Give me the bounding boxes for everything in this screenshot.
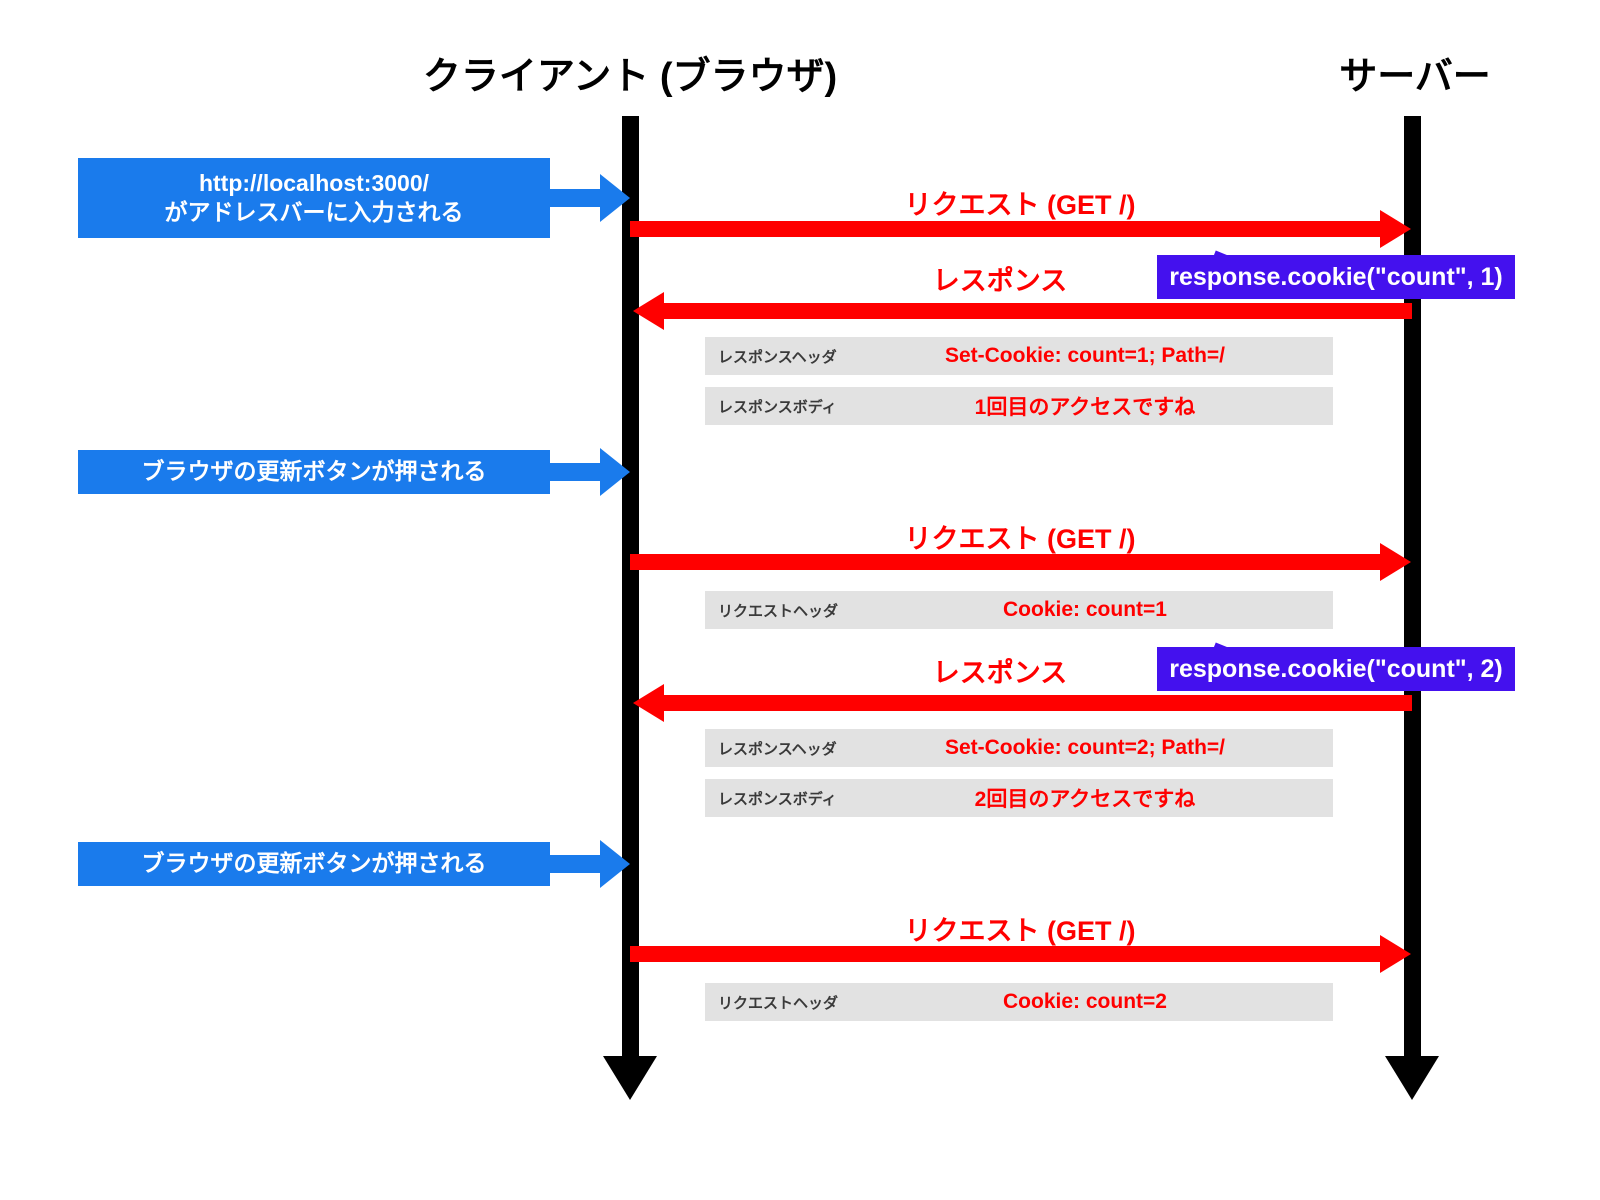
- message-label-request-1: リクエスト (GET /): [904, 190, 1136, 220]
- lifeline-client-arrowhead: [603, 1056, 657, 1100]
- message-head-request-3: [1380, 935, 1411, 973]
- message-shaft-request-3: [630, 946, 1382, 962]
- action-arrow-head-url-typed: [600, 174, 630, 222]
- action-arrow-head-reload-1: [600, 448, 630, 496]
- message-shaft-request-2: [630, 554, 1382, 570]
- action-arrow-head-reload-2: [600, 840, 630, 888]
- action-box-reload-1-line1: ブラウザの更新ボタンが押される: [141, 458, 487, 485]
- message-head-response-1: [633, 292, 664, 330]
- action-arrow-shaft-reload-1: [550, 463, 614, 481]
- message-head-response-2: [633, 684, 664, 722]
- detail-row-value: Cookie: count=2: [1003, 990, 1167, 1013]
- lifeline-client: [622, 116, 639, 1066]
- action-box-reload-1[interactable]: ブラウザの更新ボタンが押される: [78, 450, 550, 494]
- detail-row-label: レスポンスボディ: [718, 398, 837, 416]
- detail-row-value: Set-Cookie: count=1; Path=/: [944, 344, 1226, 367]
- detail-row-value: Set-Cookie: count=2; Path=/: [944, 736, 1226, 759]
- action-box-url-typed-line2: がアドレスバーに入力される: [164, 199, 464, 225]
- detail-row-res-body-1: レスポンスボディ 1回目のアクセスですね: [705, 387, 1333, 425]
- detail-row-value: Cookie: count=1: [1003, 598, 1167, 621]
- participant-title-server: サーバー: [1339, 56, 1491, 98]
- message-label-response-2: レスポンス: [932, 658, 1068, 688]
- lifeline-server: [1404, 116, 1421, 1066]
- lifeline-server-arrowhead: [1385, 1056, 1439, 1100]
- detail-row-res-header-1: レスポンスヘッダ Set-Cookie: count=1; Path=/: [705, 337, 1333, 375]
- detail-row-label: レスポンスヘッダ: [718, 740, 837, 758]
- detail-row-label: レスポンスボディ: [718, 790, 837, 808]
- message-label-response-1: レスポンス: [932, 266, 1068, 296]
- participant-title-client: クライアント (ブラウザ): [422, 56, 838, 98]
- action-arrow-shaft-reload-2: [550, 855, 614, 873]
- detail-row-label: リクエストヘッダ: [718, 994, 839, 1012]
- action-arrow-shaft-url-typed: [550, 189, 614, 207]
- message-shaft-response-1: [664, 303, 1412, 319]
- action-box-reload-2[interactable]: ブラウザの更新ボタンが押される: [78, 842, 550, 886]
- detail-row-res-body-2: レスポンスボディ 2回目のアクセスですね: [705, 779, 1333, 817]
- detail-row-label: レスポンスヘッダ: [718, 348, 837, 366]
- action-box-url-typed[interactable]: http://localhost:3000/ がアドレスバーに入力される: [78, 158, 550, 238]
- message-head-request-1: [1380, 210, 1411, 248]
- action-box-reload-2-line1: ブラウザの更新ボタンが押される: [141, 850, 487, 877]
- detail-row-res-header-2: レスポンスヘッダ Set-Cookie: count=2; Path=/: [705, 729, 1333, 767]
- message-head-request-2: [1380, 543, 1411, 581]
- action-box-url-typed-line1: http://localhost:3000/: [198, 169, 430, 196]
- detail-row-label: リクエストヘッダ: [718, 602, 839, 620]
- message-label-request-3: リクエスト (GET /): [904, 916, 1136, 946]
- message-shaft-response-2: [664, 695, 1412, 711]
- callout-cookie-2: response.cookie("count", 2): [1157, 647, 1515, 691]
- detail-row-req-header-3: リクエストヘッダ Cookie: count=2: [705, 983, 1333, 1021]
- callout-cookie-1: response.cookie("count", 1): [1157, 255, 1515, 299]
- message-label-request-2: リクエスト (GET /): [904, 524, 1136, 554]
- detail-row-value: 1回目のアクセスですね: [974, 396, 1196, 419]
- detail-row-req-header-2: リクエストヘッダ Cookie: count=1: [705, 591, 1333, 629]
- message-shaft-request-1: [630, 221, 1382, 237]
- detail-row-value: 2回目のアクセスですね: [974, 788, 1196, 811]
